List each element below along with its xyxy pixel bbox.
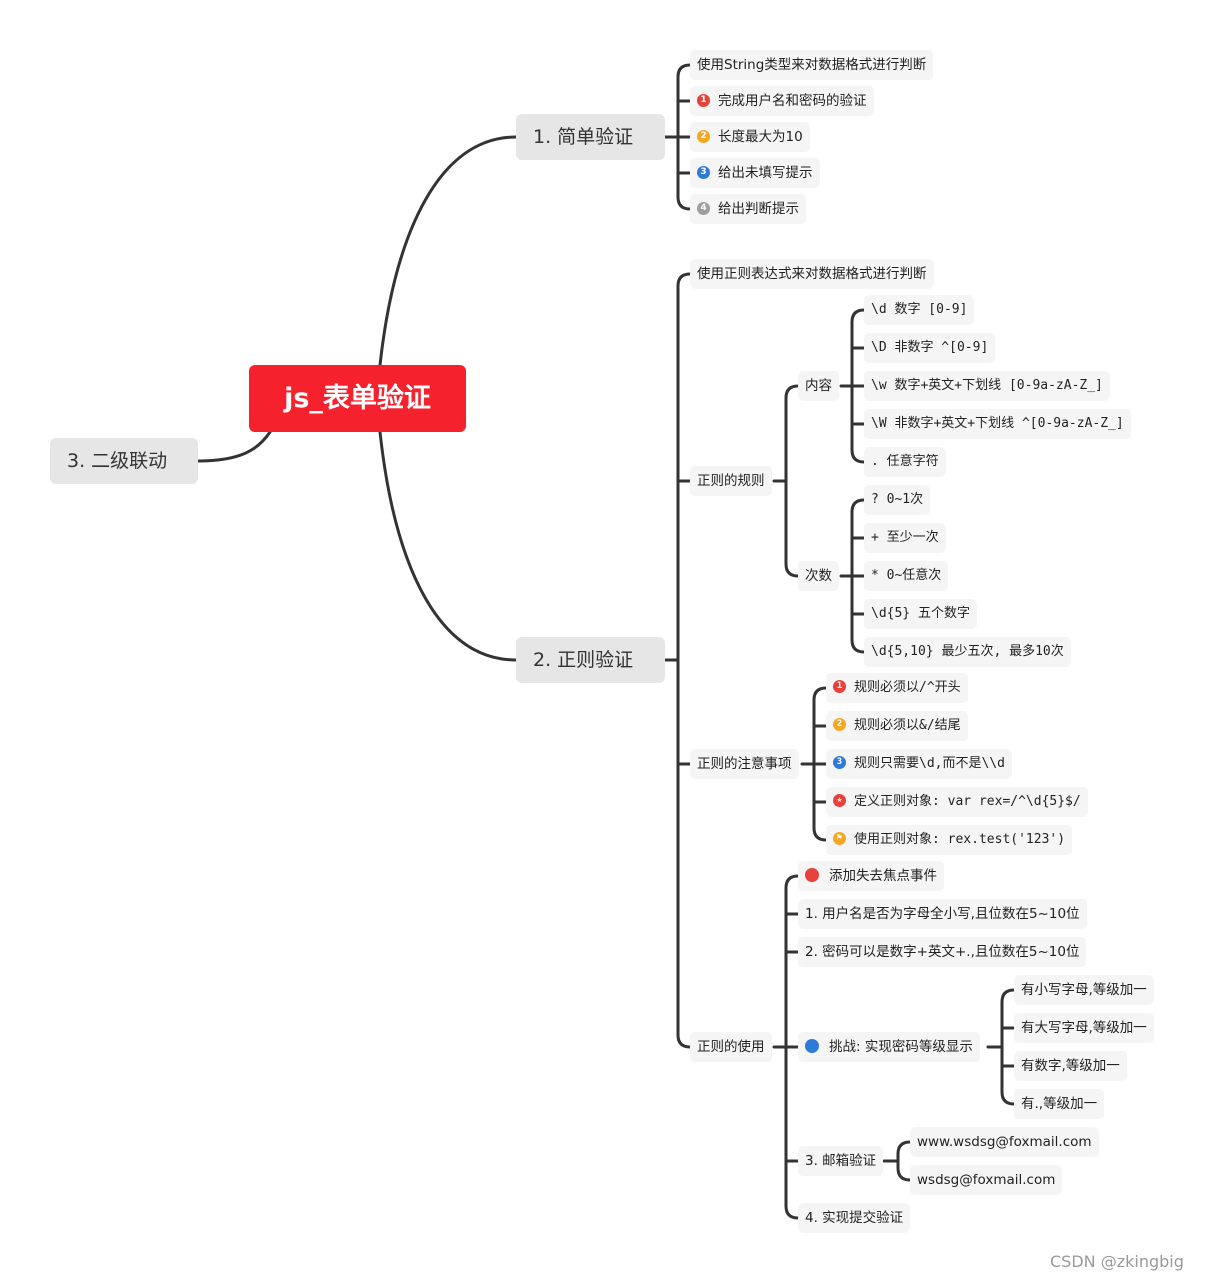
usage-submit[interactable]: 4. 实现提交验证 [798,1203,911,1233]
simple-item-label: 长度最大为10 [718,129,803,145]
branch-cascade[interactable]: 3. 二级联动 [50,438,198,484]
note-item-label: 规则必须以&/结尾 [854,718,961,733]
content-item[interactable]: \d 数字 [0-9] [864,295,975,325]
note-item-1[interactable]: 1 规则必须以/^开头 [826,673,968,703]
content-item[interactable]: \D 非数字 ^[0-9] [864,333,996,363]
marker-3-icon: 3 [833,756,846,769]
blue-dot-icon [805,1039,819,1053]
usage-challenge[interactable]: 挑战: 实现密码等级显示 [798,1032,980,1062]
marker-2-icon: 2 [833,718,846,731]
regex-notes[interactable]: 正则的注意事项 [690,749,799,779]
note-item-3[interactable]: 3 规则只需要\d,而不是\\d [826,749,1012,779]
challenge-item[interactable]: 有数字,等级加一 [1014,1051,1127,1081]
marker-1-icon: 1 [697,93,710,107]
email-example[interactable]: www.wsdsg@foxmail.com [910,1127,1099,1157]
challenge-item[interactable]: 有小写字母,等级加一 [1014,975,1154,1005]
email-example[interactable]: wsdsg@foxmail.com [910,1165,1063,1195]
note-item-4[interactable]: ★ 定义正则对象: var rex=/^\d{5}$/ [826,787,1088,817]
red-dot-icon [805,868,819,882]
simple-item-1[interactable]: 1 完成用户名和密码的验证 [690,86,874,116]
times-item[interactable]: * 0~任意次 [864,561,949,591]
content-item[interactable]: \W 非数字+英文+下划线 ^[0-9a-zA-Z_] [864,409,1131,439]
marker-3-icon: 3 [697,165,710,179]
simple-intro[interactable]: 使用String类型来对数据格式进行判断 [690,50,934,80]
note-item-label: 规则只需要\d,而不是\\d [854,756,1005,771]
usage-item[interactable]: 2. 密码可以是数字+英文+.,且位数在5~10位 [798,937,1087,967]
content-item[interactable]: . 任意字符 [864,447,946,477]
note-item-label: 使用正则对象: rex.test('123') [854,832,1066,847]
branch-simple-validation[interactable]: 1. 简单验证 [516,114,665,160]
times-item[interactable]: ? 0~1次 [864,485,931,515]
simple-item-4[interactable]: 4 给出判断提示 [690,194,806,224]
regex-intro[interactable]: 使用正则表达式来对数据格式进行判断 [690,259,934,289]
usage-email[interactable]: 3. 邮箱验证 [798,1146,884,1176]
times-item[interactable]: \d{5} 五个数字 [864,599,977,629]
simple-item-3[interactable]: 3 给出未填写提示 [690,158,820,188]
note-item-5[interactable]: ⚑ 使用正则对象: rex.test('123') [826,825,1073,855]
challenge-item[interactable]: 有.,等级加一 [1014,1089,1105,1119]
watermark: CSDN @zkingbig [1050,1252,1184,1271]
times-item[interactable]: \d{5,10} 最少五次, 最多10次 [864,637,1071,667]
marker-4-icon: 4 [697,201,710,215]
simple-item-label: 完成用户名和密码的验证 [718,93,867,109]
flag-icon: ⚑ [833,832,846,845]
branch-regex-validation[interactable]: 2. 正则验证 [516,637,665,683]
note-item-label: 规则必须以/^开头 [854,680,961,695]
usage-item-label: 添加失去焦点事件 [829,868,937,884]
marker-2-icon: 2 [697,129,710,143]
simple-item-label: 给出未填写提示 [718,165,813,181]
simple-item-label: 给出判断提示 [718,201,799,217]
challenge-item[interactable]: 有大写字母,等级加一 [1014,1013,1154,1043]
simple-intro-label: 使用String类型来对数据格式进行判断 [697,57,927,73]
simple-item-2[interactable]: 2 长度最大为10 [690,122,810,152]
usage-item[interactable]: 1. 用户名是否为字母全小写,且位数在5~10位 [798,899,1087,929]
note-item-2[interactable]: 2 规则必须以&/结尾 [826,711,968,741]
challenge-label: 挑战: 实现密码等级显示 [829,1039,973,1055]
rules-times[interactable]: 次数 [798,561,839,591]
regex-usage[interactable]: 正则的使用 [690,1032,772,1062]
rules-content[interactable]: 内容 [798,371,839,401]
marker-1-icon: 1 [833,680,846,693]
usage-blur-event[interactable]: 添加失去焦点事件 [798,861,944,891]
content-item[interactable]: \w 数字+英文+下划线 [0-9a-zA-Z_] [864,371,1110,401]
times-item[interactable]: + 至少一次 [864,523,946,553]
root-node[interactable]: js_表单验证 [249,365,466,432]
star-icon: ★ [833,794,846,807]
regex-rules[interactable]: 正则的规则 [690,466,772,496]
note-item-label: 定义正则对象: var rex=/^\d{5}$/ [854,794,1081,809]
